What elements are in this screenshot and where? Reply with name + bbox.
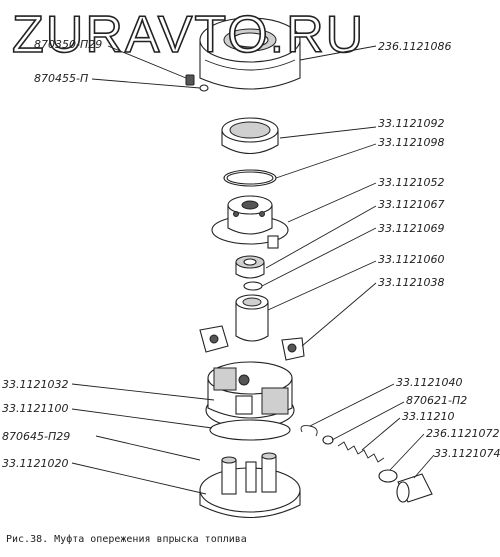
label-33-1121060: 33.1121060 (378, 253, 444, 266)
figure-caption: Рис.38. Муфта опережения впрыска топлива (6, 533, 247, 545)
label-870621: 870621-П2 (406, 394, 467, 407)
label-33-1121020: 33.1121020 (2, 457, 68, 470)
bushing (235, 294, 269, 342)
label-870350: 870350-П29 (34, 38, 102, 51)
label-33-1121052: 33.1121052 (378, 176, 444, 189)
label-33-1121040: 33.1121040 (396, 376, 462, 389)
watermark: ZURAVTO.RU (12, 6, 365, 64)
label-33-1121092: 33.1121092 (378, 117, 444, 130)
label-33-1121098: 33.1121098 (378, 136, 444, 149)
driving-half (205, 361, 295, 429)
cap-ring (221, 117, 279, 155)
label-33-11210: 33.11210 (402, 410, 455, 423)
base-flange (199, 452, 301, 518)
label-33-1121100: 33.1121100 (2, 402, 68, 415)
coupling-housing (199, 17, 301, 90)
label-33-1121032: 33.1121032 (2, 378, 68, 391)
washer (322, 435, 334, 445)
label-870645: 870645-П29 (2, 430, 70, 443)
driven-hub (211, 195, 289, 249)
circlip (300, 425, 318, 437)
leader-lines (71, 45, 435, 495)
label-33-1121069: 33.1121069 (378, 222, 444, 235)
label-33-1121038: 33.1121038 (378, 276, 444, 289)
adjusting-pin (396, 473, 433, 503)
label-33-1121067: 33.1121067 (378, 198, 444, 211)
label-870455: 870455-П (34, 72, 88, 85)
part-labels: 870350-П29 870455-П 236.1121086 33.11210… (2, 38, 500, 470)
needle-bearing (235, 255, 265, 279)
spring (337, 441, 385, 463)
spring-cup (378, 469, 398, 483)
label-236-1121086: 236.1121086 (378, 40, 451, 53)
seal-ring (209, 419, 291, 441)
label-236-1121072: 236.1121072 (426, 427, 499, 440)
label-33-1121074: 33.1121074 (434, 447, 500, 460)
spacer-sleeve (243, 281, 263, 291)
weight-blocks (199, 325, 305, 361)
